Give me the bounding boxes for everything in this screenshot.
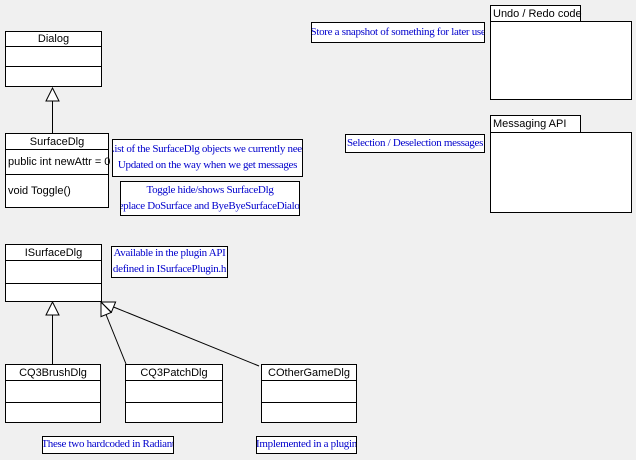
package-tab: Undo / Redo code [490,5,582,22]
operations-compartment [262,402,356,422]
note-implemented-plugin[interactable]: Implemented in a plugin [256,436,357,454]
note-line: Store a snapshot of something for later … [311,25,485,38]
class-cq3brushdlg[interactable]: CQ3BrushDlg [5,364,101,423]
package-messaging-api[interactable]: Messaging API [490,115,632,213]
generalization-cq3brushdlg-isurfacedlg [45,300,60,364]
attributes-compartment [262,380,356,402]
operations-compartment [6,402,100,422]
class-title: CQ3PatchDlg [140,366,208,379]
note-surfacedlg-list[interactable]: List of the SurfaceDlg objects we curren… [112,139,303,177]
class-cq3patchdlg[interactable]: CQ3PatchDlg [125,364,223,423]
generalization-surfacedlg-dialog [45,86,60,133]
attributes-compartment [6,46,101,66]
package-undo-redo[interactable]: Undo / Redo code [490,5,632,100]
operations-compartment [6,66,101,86]
package-name: Undo / Redo code [493,7,582,20]
class-title: ISurfaceDlg [24,246,83,259]
note-store-snapshot[interactable]: Store a snapshot of something for later … [311,22,485,43]
operations-compartment [126,402,222,422]
note-toggle[interactable]: Toggle hide/shows SurfaceDlg replace DoS… [120,181,300,216]
note-line: Toggle hide/shows SurfaceDlg [146,183,274,196]
generalization-cothergamedlg-isurfacedlg [99,301,260,367]
note-line: List of the SurfaceDlg objects we curren… [112,143,303,156]
class-isurfacedlg[interactable]: ISurfaceDlg [5,244,102,302]
attributes-compartment [126,380,222,402]
class-title: Dialog [37,33,70,45]
attributes-compartment: public int newAttr = 0 [6,149,111,174]
note-line: replace DoSurface and ByeByeSurfaceDialo… [120,199,300,212]
operations-compartment [6,283,101,301]
note-hardcoded-radiant[interactable]: These two hardcoded in Radiant [42,436,174,454]
attribute-text: public int newAttr = 0 [8,156,111,168]
attributes-compartment [6,380,100,402]
class-title: SurfaceDlg [29,135,85,148]
note-line: Selection / Deselection messages [346,136,484,149]
note-line: Available in the plugin API [113,247,226,260]
operations-compartment: void Toggle() [6,174,108,207]
note-line: Updated on the way when we get messages [117,159,298,171]
class-dialog[interactable]: Dialog [5,31,102,87]
class-title: COtherGameDlg [268,366,350,379]
note-line: defined in ISurfacePlugin.h [112,263,227,275]
note-plugin-api[interactable]: Available in the plugin API defined in I… [111,246,228,278]
class-title: CQ3BrushDlg [19,366,87,379]
operation-text: void Toggle() [8,185,71,197]
package-body [490,21,632,100]
package-name: Messaging API [493,118,567,130]
attributes-compartment [6,260,101,283]
package-tab: Messaging API [490,115,581,133]
note-line: Implemented in a plugin [256,438,357,451]
note-line: These two hardcoded in Radiant [42,438,174,451]
class-surfacedlg[interactable]: SurfaceDlg public int newAttr = 0 void T… [5,133,111,208]
class-cothergamedlg[interactable]: COtherGameDlg [261,364,357,423]
note-selection-messages[interactable]: Selection / Deselection messages [345,134,485,153]
generalization-cq3patchdlg-isurfacedlg [100,300,127,365]
package-body [490,132,632,213]
